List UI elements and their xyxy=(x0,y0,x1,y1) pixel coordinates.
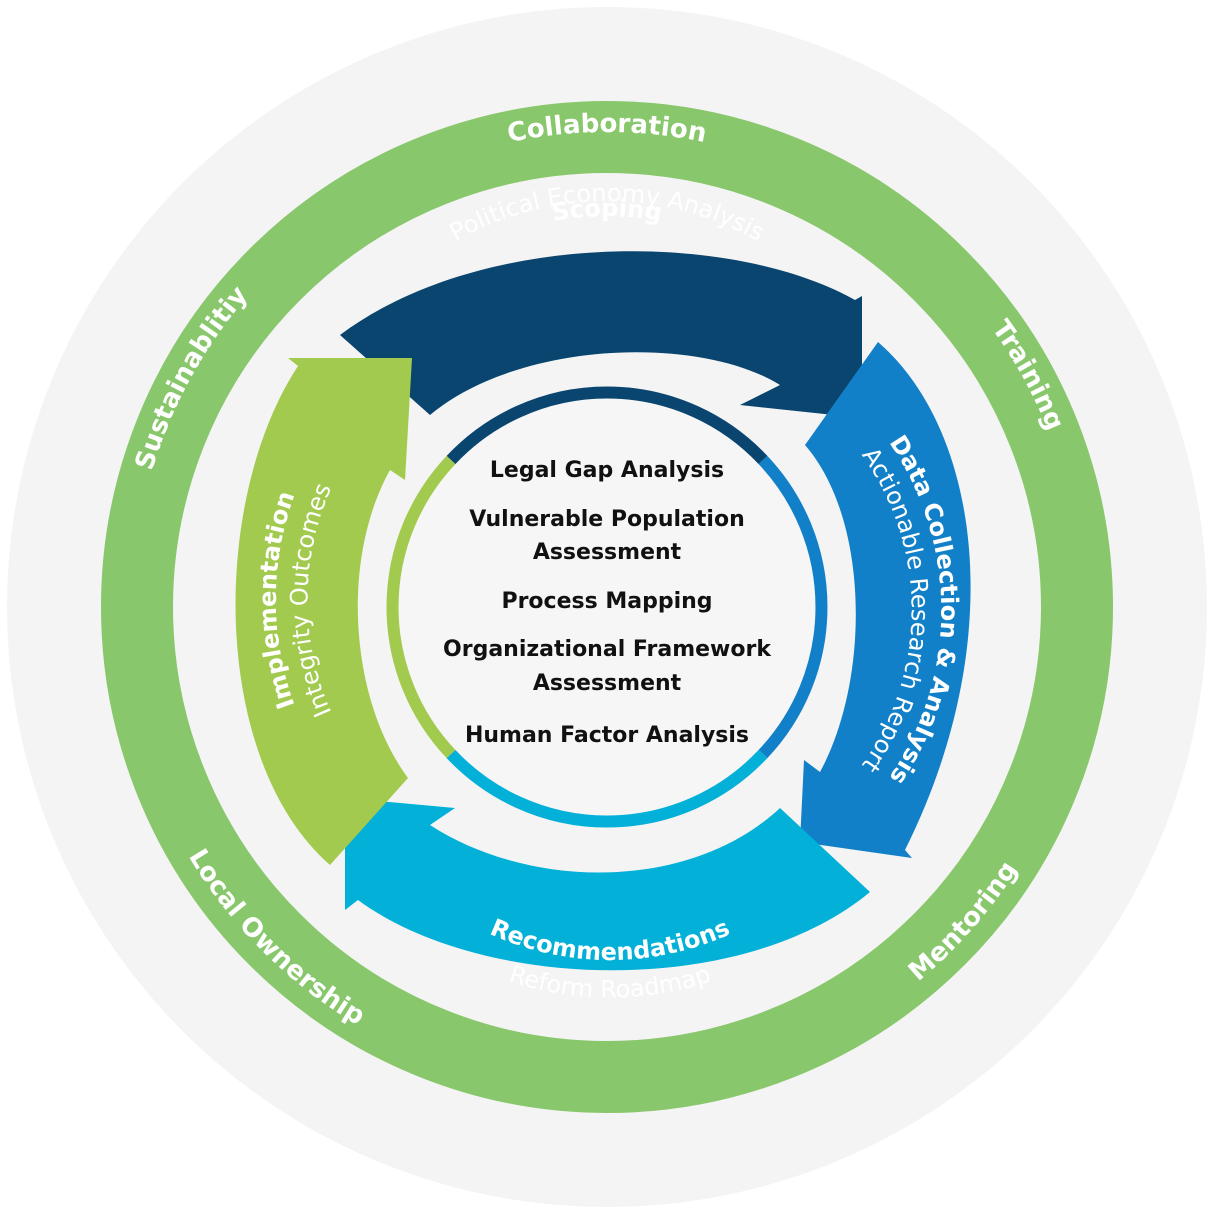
center-border-data xyxy=(758,455,828,759)
center-line-legal-gap: Legal Gap Analysis xyxy=(490,458,724,483)
center-line-process-mapping: Process Mapping xyxy=(501,589,712,614)
outer-ring xyxy=(101,101,1113,1113)
center-line-vulnerable-population: Vulnerable Population xyxy=(469,507,744,532)
center-border-scoping xyxy=(446,386,768,465)
center-line-human-factor: Human Factor Analysis xyxy=(465,723,749,748)
data-collection-arrow xyxy=(800,342,971,858)
scoping-title: Scoping xyxy=(550,194,664,227)
center-border-implementation xyxy=(386,455,456,759)
scoping-arrow xyxy=(340,251,862,418)
center-line-organizational-framework: Organizational Framework xyxy=(443,637,772,662)
implementation-arrow xyxy=(235,358,412,865)
recommendations-arrow xyxy=(345,798,870,971)
center-border-recommendations xyxy=(446,749,768,828)
center-line-assessment-2: Assessment xyxy=(533,671,682,696)
center-circle xyxy=(395,395,819,819)
center-line-assessment-1: Assessment xyxy=(533,540,682,565)
